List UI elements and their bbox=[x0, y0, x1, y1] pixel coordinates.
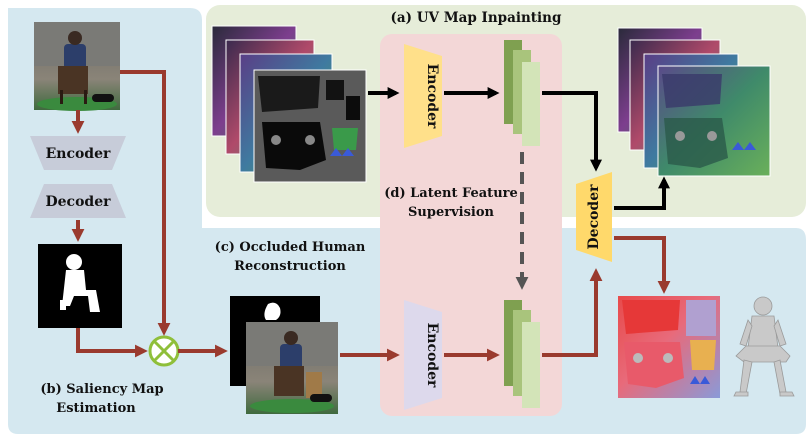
final-uv-map bbox=[618, 296, 720, 398]
latent-label-line1: (d) Latent Feature bbox=[384, 186, 518, 201]
saliency-label-line1: (b) Saliency Map bbox=[40, 382, 163, 397]
saliency-mask bbox=[38, 244, 122, 328]
decoder-label: Decoder bbox=[586, 184, 602, 250]
uv-latent-features bbox=[504, 40, 540, 146]
saliency-encoder-block bbox=[30, 136, 126, 170]
saliency-encoder-label: Encoder bbox=[46, 146, 111, 162]
saliency-panel bbox=[8, 8, 806, 434]
arrow-features-to-decoder bbox=[542, 91, 602, 172]
occluded-encoder-block bbox=[404, 300, 442, 410]
seated-human-mesh-icon bbox=[733, 296, 795, 397]
arrow-occ-features-to-decoder bbox=[542, 268, 603, 357]
occluded-label-line2: Reconstruction bbox=[234, 259, 346, 274]
saliency-decoder-label: Decoder bbox=[46, 194, 112, 210]
uv-encoder-block bbox=[404, 44, 442, 148]
arrow-decoder-to-output bbox=[614, 176, 670, 210]
occluded-human-images bbox=[230, 296, 338, 414]
occluded-encoder-label: Encoder bbox=[424, 323, 440, 388]
latent-label-line2: Supervision bbox=[408, 205, 494, 220]
saliency-decoder-block bbox=[30, 184, 126, 218]
input-photo bbox=[34, 22, 120, 111]
arrow-photo-to-combine bbox=[120, 70, 171, 336]
arrow-mask-to-combine bbox=[76, 328, 148, 358]
decoder-block bbox=[576, 172, 612, 262]
saliency-label-line2: Estimation bbox=[56, 401, 136, 416]
occluded-label-line1: (c) Occluded Human bbox=[215, 240, 366, 255]
output-uv-maps bbox=[617, 27, 771, 177]
arrow-decoder-to-final bbox=[614, 236, 671, 294]
uv-title: (a) UV Map Inpainting bbox=[391, 10, 562, 26]
input-uv-maps bbox=[211, 25, 367, 183]
uv-encoder-label: Encoder bbox=[424, 64, 440, 129]
circle-x-icon bbox=[148, 335, 180, 367]
occluded-latent-features bbox=[504, 300, 540, 408]
